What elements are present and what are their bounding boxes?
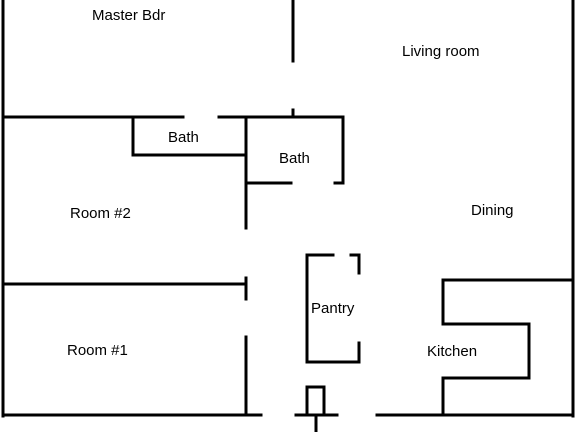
room-label-bath-right: Bath: [279, 150, 310, 167]
room-label-living-room: Living room: [402, 43, 480, 60]
room-label-dining: Dining: [471, 202, 514, 219]
room-label-room-2: Room #2: [70, 205, 131, 222]
room-label-master-bdr: Master Bdr: [92, 7, 166, 24]
room-label-kitchen: Kitchen: [427, 343, 478, 360]
room-label-room-1: Room #1: [67, 342, 128, 359]
room-label-bath-left: Bath: [168, 129, 199, 146]
room-label-pantry: Pantry: [311, 300, 355, 317]
entry-post: [305, 385, 326, 417]
